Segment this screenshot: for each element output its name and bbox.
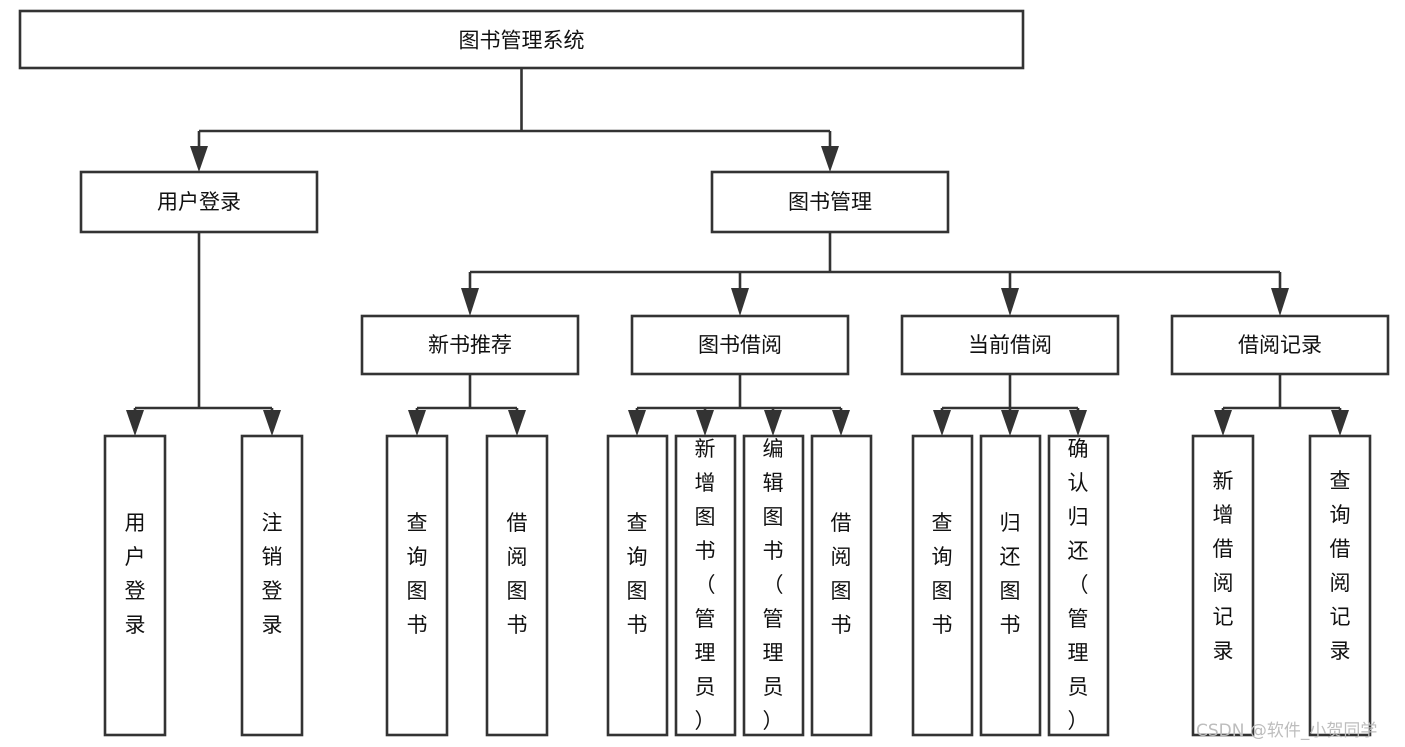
node-user-login[interactable]: 用户登录 bbox=[79, 170, 319, 234]
arrow-head-book-mgmt bbox=[821, 146, 839, 172]
leaf-borrow-record-1-box[interactable] bbox=[1191, 434, 1255, 737]
leaf-new-book-recommend-1[interactable]: 查询图书 bbox=[385, 434, 449, 737]
leaf-new-book-recommend-1-label: 查询图书 bbox=[407, 511, 428, 637]
leaf-current-borrow-3[interactable]: 确认归还（管理员） bbox=[1047, 434, 1110, 737]
connector-group-book-mgmt bbox=[461, 232, 1289, 316]
node-root-box[interactable] bbox=[18, 9, 1025, 70]
leaf-current-borrow-3-label: 确认归还（管理员） bbox=[1068, 437, 1089, 733]
arrow-head-bb-leaf-4 bbox=[832, 410, 850, 436]
arrow-head-leaf-user-login bbox=[126, 410, 144, 436]
leaf-borrow-record-2[interactable]: 查询借阅记录 bbox=[1308, 434, 1372, 737]
arrow-head-bb-leaf-1 bbox=[628, 410, 646, 436]
node-book-management-label: 图书管理 bbox=[788, 190, 872, 214]
arrow-head-cb-leaf-3 bbox=[1069, 410, 1087, 436]
node-current-borrow-box[interactable] bbox=[900, 314, 1120, 376]
arrow-head-user-login bbox=[190, 146, 208, 172]
node-book-management[interactable]: 图书管理 bbox=[710, 170, 950, 234]
leaf-current-borrow-1-label: 查询图书 bbox=[932, 511, 953, 637]
leaf-new-book-recommend-2-label: 借阅图书 bbox=[507, 511, 528, 637]
node-borrow-record[interactable]: 借阅记录 bbox=[1170, 314, 1390, 376]
leaf-borrow-record-1[interactable]: 新增借阅记录 bbox=[1191, 434, 1255, 737]
leaf-book-borrow-3[interactable]: 编辑图书（管理员） bbox=[742, 434, 805, 737]
arrow-head-leaf-logout bbox=[263, 410, 281, 436]
connector-group-new-book-recommend bbox=[408, 374, 526, 436]
leaf-borrow-record-1-label: 新增借阅记录 bbox=[1213, 469, 1234, 663]
leaf-new-book-recommend-2-box[interactable] bbox=[485, 434, 549, 737]
node-new-book-recommend-box[interactable] bbox=[360, 314, 580, 376]
node-borrow-record-label: 借阅记录 bbox=[1238, 333, 1322, 357]
node-user-login-label: 用户登录 bbox=[157, 190, 241, 214]
node-book-borrow-label: 图书借阅 bbox=[698, 333, 782, 357]
arrow-head-nbr-leaf-2 bbox=[508, 410, 526, 436]
leaf-new-book-recommend-1-box[interactable] bbox=[385, 434, 449, 737]
node-book-management-box[interactable] bbox=[710, 170, 950, 234]
arrow-head-cb-leaf-1 bbox=[933, 410, 951, 436]
connector-group-book-borrow bbox=[628, 374, 850, 436]
arrow-head-br-leaf-1 bbox=[1214, 410, 1232, 436]
leaf-new-book-recommend-2[interactable]: 借阅图书 bbox=[485, 434, 549, 737]
watermark-label: CSDN @软件_小贺同学 bbox=[1196, 721, 1377, 741]
leaf-user-login-2-box[interactable] bbox=[240, 434, 304, 737]
leaf-user-login-2[interactable]: 注销登录 bbox=[240, 434, 304, 737]
node-book-borrow[interactable]: 图书借阅 bbox=[630, 314, 850, 376]
leaf-book-borrow-2[interactable]: 新增图书（管理员） bbox=[674, 434, 737, 737]
arrow-head-br-leaf-2 bbox=[1331, 410, 1349, 436]
leaf-current-borrow-2[interactable]: 归还图书 bbox=[979, 434, 1042, 737]
connector-group-current-borrow bbox=[933, 374, 1087, 436]
node-current-borrow[interactable]: 当前借阅 bbox=[900, 314, 1120, 376]
arrow-head-current-borrow bbox=[1001, 288, 1019, 316]
leaf-book-borrow-4-label: 借阅图书 bbox=[831, 511, 852, 637]
arrow-head-bb-leaf-3 bbox=[764, 410, 782, 436]
leaf-current-borrow-3-box[interactable] bbox=[1047, 434, 1110, 737]
leaf-current-borrow-2-label: 归还图书 bbox=[1000, 511, 1021, 637]
leaf-book-borrow-2-label: 新增图书（管理员） bbox=[695, 437, 716, 733]
leaf-user-login-1-box[interactable] bbox=[103, 434, 167, 737]
arrow-head-cb-leaf-2 bbox=[1001, 410, 1019, 436]
node-user-login-box[interactable] bbox=[79, 170, 319, 234]
node-book-borrow-box[interactable] bbox=[630, 314, 850, 376]
node-root-label: 图书管理系统 bbox=[459, 29, 585, 53]
leaf-book-borrow-3-label: 编辑图书（管理员） bbox=[763, 437, 784, 733]
arrow-head-borrow-record bbox=[1271, 288, 1289, 316]
leaf-book-borrow-1-label: 查询图书 bbox=[627, 511, 648, 637]
leaf-current-borrow-1[interactable]: 查询图书 bbox=[911, 434, 974, 737]
leaf-borrow-record-2-box[interactable] bbox=[1308, 434, 1372, 737]
node-root[interactable]: 图书管理系统 bbox=[18, 9, 1025, 70]
leaf-book-borrow-2-box[interactable] bbox=[674, 434, 737, 737]
node-current-borrow-label: 当前借阅 bbox=[968, 333, 1052, 357]
connector-group-user-login bbox=[126, 232, 281, 436]
leaf-book-borrow-4-box[interactable] bbox=[810, 434, 873, 737]
leaf-current-borrow-1-box[interactable] bbox=[911, 434, 974, 737]
connector-group-root bbox=[190, 68, 839, 172]
leaf-borrow-record-2-label: 查询借阅记录 bbox=[1330, 469, 1351, 663]
leaf-user-login-1[interactable]: 用户登录 bbox=[103, 434, 167, 737]
leaf-book-borrow-1-box[interactable] bbox=[606, 434, 669, 737]
connector-group-borrow-record bbox=[1214, 374, 1349, 436]
arrow-head-book-borrow bbox=[731, 288, 749, 316]
node-new-book-recommend-label: 新书推荐 bbox=[428, 333, 512, 357]
arrow-head-new-book-recommend bbox=[461, 288, 479, 316]
leaf-book-borrow-4[interactable]: 借阅图书 bbox=[810, 434, 873, 737]
leaf-user-login-1-label: 用户登录 bbox=[125, 511, 146, 637]
node-borrow-record-box[interactable] bbox=[1170, 314, 1390, 376]
leaf-book-borrow-1[interactable]: 查询图书 bbox=[606, 434, 669, 737]
arrow-head-nbr-leaf-1 bbox=[408, 410, 426, 436]
arrow-head-bb-leaf-2 bbox=[696, 410, 714, 436]
node-new-book-recommend[interactable]: 新书推荐 bbox=[360, 314, 580, 376]
leaf-current-borrow-2-box[interactable] bbox=[979, 434, 1042, 737]
leaf-book-borrow-3-box[interactable] bbox=[742, 434, 805, 737]
leaf-user-login-2-label: 注销登录 bbox=[262, 511, 283, 637]
